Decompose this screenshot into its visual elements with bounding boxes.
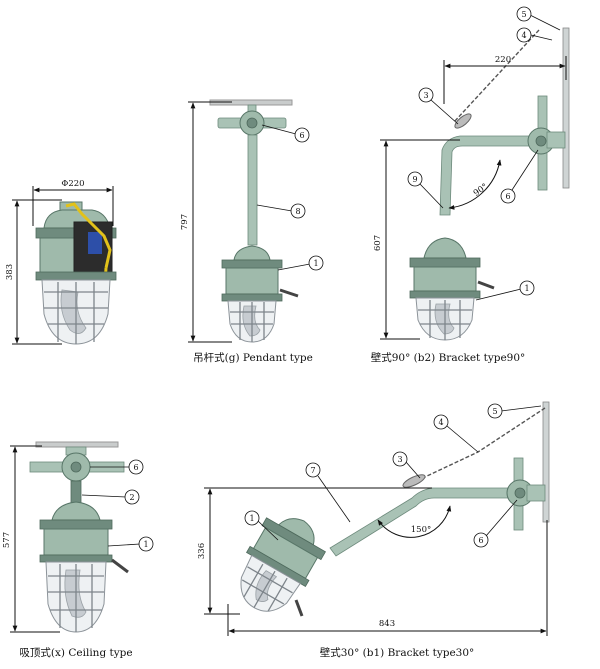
ceiling-height-label: 577	[2, 532, 12, 548]
bracket-90-width-label: 220	[495, 55, 511, 65]
pendant-callout-6: 6	[299, 131, 304, 140]
pendant-callout-1: 1	[313, 259, 318, 268]
pendant-caption: 吊杆式(g) Pendant type	[193, 351, 313, 364]
bracket-90-height-label: 607	[373, 235, 383, 251]
ceiling-callout-6-bubble	[128, 459, 144, 475]
bracket-30-figure: 336 843 150° 5 4 3 7 1 6 壁式30° (b1) Brac…	[197, 401, 550, 659]
bracket-90-callout-5-bubble	[516, 6, 532, 22]
pendant-callout-8: 8	[295, 207, 300, 216]
ceiling-callout-2-bubble	[124, 489, 140, 505]
pendant-height-label: 797	[180, 214, 190, 230]
bracket-90-callout-4: 4	[521, 31, 526, 40]
ceiling-lamp-drawing	[29, 441, 129, 633]
bracket-30-callout-3: 3	[397, 455, 402, 464]
bracket-90-callout-3: 3	[423, 91, 428, 100]
bracket-90-callout-9-bubble	[407, 171, 423, 187]
pendant-callout-6-bubble	[294, 127, 310, 143]
bracket-30-lamp-drawing	[240, 401, 550, 617]
bracket-90-callout-5: 5	[521, 10, 526, 19]
bracket-90-callout-1-bubble	[519, 280, 535, 296]
bracket-90-callout-6-bubble	[500, 188, 516, 204]
bracket-30-callout-5-bubble	[487, 403, 503, 419]
bracket-30-callout-7-bubble	[305, 462, 321, 478]
bracket-30-width-label: 843	[379, 619, 395, 629]
bracket-90-callout-1: 1	[524, 284, 529, 293]
bracket-90-caption: 壁式90° (b2) Bracket type90°	[371, 351, 526, 364]
bracket-90-callout-3-bubble	[418, 87, 434, 103]
ceiling-callout-6: 6	[133, 463, 138, 472]
bracket-30-callout-6: 6	[478, 536, 483, 545]
bracket-90-angle-label: 90°	[472, 182, 490, 199]
bracket-30-callout-4: 4	[438, 418, 443, 427]
bracket-30-callout-1-bubble	[244, 510, 260, 526]
bracket-30-callout-4-bubble	[433, 414, 449, 430]
section-lamp-drawing	[35, 201, 117, 345]
pendant-callout-1-bubble	[308, 255, 324, 271]
ceiling-callout-2: 2	[129, 493, 134, 502]
ceiling-caption: 吸顶式(x) Ceiling type	[19, 646, 132, 659]
bracket-90-callout-9: 9	[412, 175, 417, 184]
bracket-30-callout-6-bubble	[473, 532, 489, 548]
ceiling-callout-1: 1	[143, 540, 148, 549]
bracket-90-figure: 220 607 90° 5 4 3 9 6 1 壁式90° (b2) Brack…	[371, 6, 570, 364]
bracket-30-callout-5: 5	[492, 407, 497, 416]
bracket-90-callout-6: 6	[505, 192, 510, 201]
ceiling-callout-1-bubble	[138, 536, 154, 552]
bracket-30-callout-7: 7	[310, 466, 315, 475]
ceiling-type-figure: 577 6 2 1 吸顶式(x) Ceiling type	[2, 441, 154, 659]
bracket-30-height-label: 336	[197, 543, 207, 559]
bracket-30-callout-1: 1	[249, 514, 254, 523]
pendant-lamp-drawing	[209, 99, 299, 343]
section-width-label: Φ220	[61, 179, 84, 189]
bracket-90-callout-4-bubble	[516, 27, 532, 43]
bracket-30-callout-3-bubble	[392, 451, 408, 467]
bracket-30-angle-arc	[377, 505, 452, 538]
bracket-30-angle-label: 150°	[411, 525, 431, 535]
bracket-90-angle-arc	[448, 159, 502, 210]
section-view-figure: Φ220 383	[5, 179, 117, 345]
pendant-type-figure: 797 6 8 1 吊杆式(g) Pendant type	[180, 99, 324, 364]
section-height-label: 383	[5, 264, 15, 280]
bracket-30-caption: 壁式30° (b1) Bracket type30°	[320, 646, 475, 659]
pendant-callout-8-bubble	[290, 203, 306, 219]
